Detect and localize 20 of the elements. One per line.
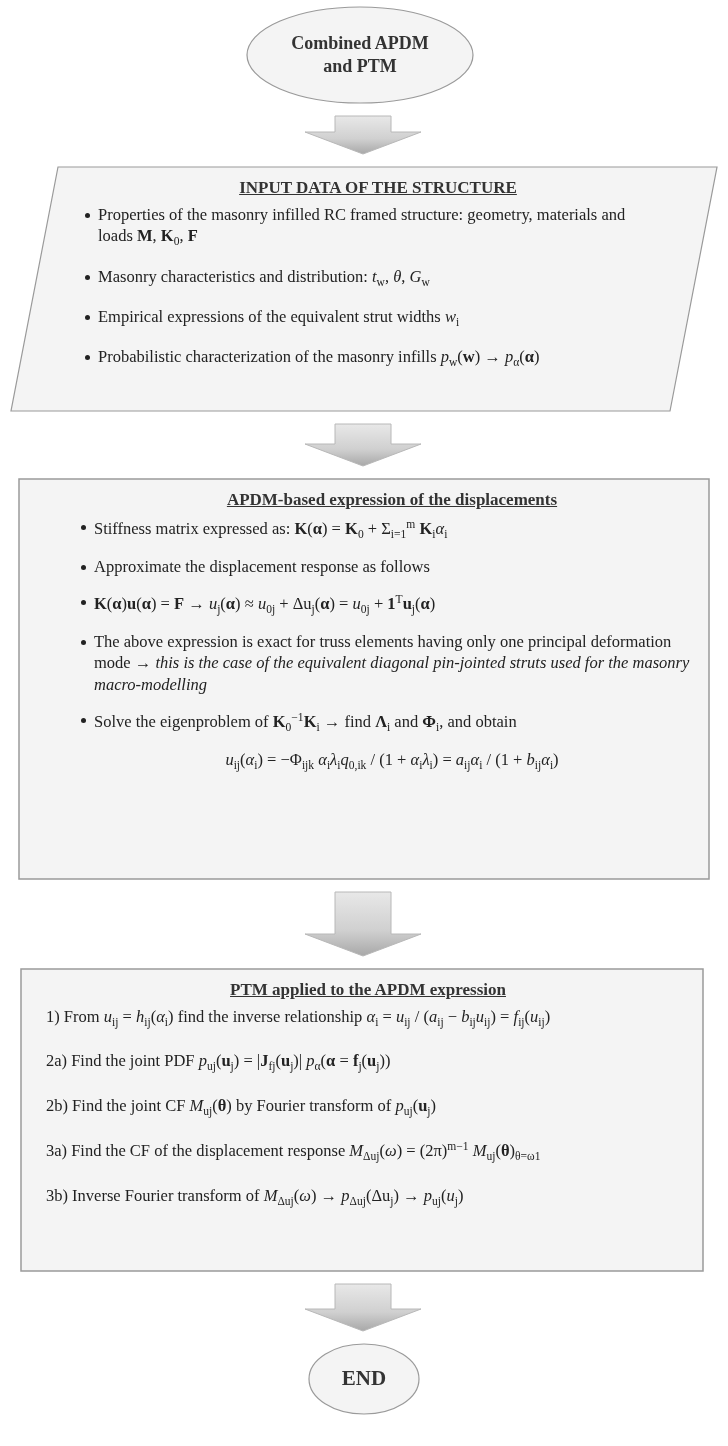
- block-arrow: [304, 1283, 422, 1332]
- terminal-label: END: [341, 1365, 387, 1393]
- bullet-text: Empirical expressions of the equivalent strut widths w$_{i}$: [98, 307, 460, 327]
- bullet-text: Stiffness matrix expressed as: K(α) = K$_{0}$ + Σ$_{i=1}$$^{m}$ K$_{i}$α$_{i}$: [94, 518, 448, 538]
- block-arrow: [304, 115, 422, 155]
- box-heading: INPUT DATA OF THE STRUCTURE: [238, 178, 518, 198]
- terminal-label: Combined APDM and PTM: [290, 31, 430, 78]
- block-arrow: [304, 423, 422, 467]
- bullet-text: 2a) Find the joint PDF p$_{uj}$(u$_{j}$) = |J$_{fj}$(u$_{j}$)| p$_{α}$(α = f$_{j}$(u$_{j}$)): [46, 1051, 391, 1071]
- bullet-text: The above expression is exact for truss elements having only one principal deformation mode → this is the case of the equivalent diagonal pin-jointed struts used for the masonry macro-modelling: [94, 632, 690, 694]
- bullet-text: Solve the eigenproblem of K$_{0}$$^{−1}$K$_{i}$ → find Λ$_{i}$ and Φ$_{i}$, and obtain: [94, 711, 517, 731]
- bullet-text: Approximate the displacement response as follows: [94, 556, 430, 576]
- bullet-text: Properties of the masonry infilled RC framed structure: geometry, materials and loads M, K$_{0}$, F: [98, 205, 626, 246]
- box-heading: APDM-based expression of the displacements: [225, 490, 559, 510]
- bullet-text: Probabilistic characterization of the masonry infills p$_{w}$(w) → p$_{α}$(α): [98, 347, 540, 367]
- block-arrow: [304, 891, 422, 957]
- bullet-text: 3a) Find the CF of the displacement response M$_{Δuj}$(ω) = (2π)$^{m−1}$ M$_{uj}$(θ)$_{θ=ω1}$: [46, 1141, 541, 1161]
- bullet-text: Masonry characteristics and distribution: t$_{w}$, θ, G$_{w}$: [98, 266, 430, 286]
- equation: u$_{ij}$(α$_{i}$) = −Φ$_{ijk}$ α$_{i}$λ$_{i}$q$_{0,ik}$ / (1 + α$_{i}$λ$_{i}$) = a$_{ij}$α$_{i}$ / (1 + b$_{ij}$α$_{i}$): [224, 749, 560, 774]
- box-heading: PTM applied to the APDM expression: [229, 980, 507, 1000]
